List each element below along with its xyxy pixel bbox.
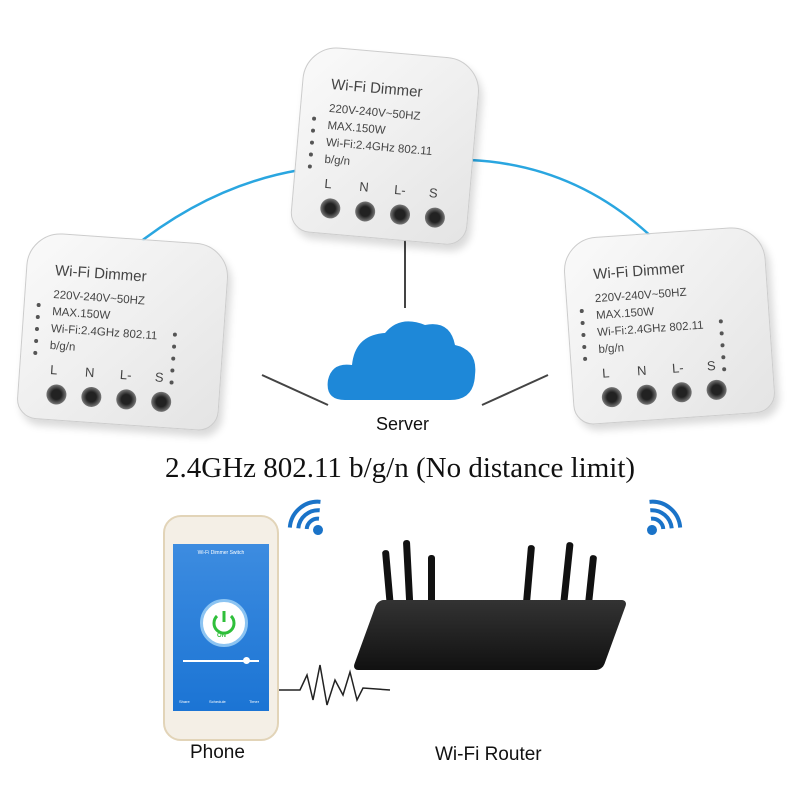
- device-wifi: Wi-Fi:2.4GHz 802.11: [50, 322, 158, 343]
- cloud-icon: [327, 321, 476, 400]
- wifi-link-right: [469, 158, 661, 246]
- slider-handle: [243, 657, 250, 664]
- device-power: MAX.150W: [595, 306, 655, 323]
- caption: 2.4GHz 802.11 b/g/n (No distance limit): [164, 452, 636, 484]
- wifi-icon-right: [647, 499, 683, 535]
- phone-label: Phone: [190, 742, 245, 763]
- device-wifi: Wi-Fi:2.4GHz 802.11: [596, 319, 705, 340]
- app-title: Wi-Fi Dimmer Switch: [197, 550, 245, 556]
- router-label: Wi-Fi Router: [435, 744, 542, 765]
- device-title: Wi-Fi Dimmer: [592, 259, 686, 284]
- terminal-label: S: [428, 185, 439, 201]
- terminal-label: N: [84, 364, 95, 381]
- terminal-label: L: [323, 175, 333, 192]
- state-label: ON: [217, 633, 226, 639]
- schedule-button: Schedule: [209, 699, 226, 704]
- dimmer-device-right: Wi-Fi Dimmer 220V-240V~50HZ MAX.150W Wi-…: [561, 225, 777, 426]
- dimmer-device-top: Wi-Fi Dimmer 220V-240V~50HZ MAX.150W Wi-…: [289, 44, 482, 247]
- timer-button: Timer: [249, 699, 260, 704]
- device-title: Wi-Fi Dimmer: [54, 262, 148, 286]
- server-label: Server: [376, 414, 430, 434]
- power-icon: [212, 611, 236, 635]
- phone-screen: Wi-Fi Dimmer Switch ON Share Schedule Ti…: [173, 544, 269, 711]
- device-title: Wi-Fi Dimmer: [330, 76, 424, 101]
- phone-image: Wi-Fi Dimmer Switch ON Share Schedule Ti…: [163, 515, 279, 741]
- device-voltage: 220V-240V~50HZ: [328, 102, 421, 123]
- device-wifi-std: b/g/n: [324, 153, 351, 168]
- terminal-label: S: [154, 369, 165, 385]
- device-power: MAX.150W: [51, 306, 111, 323]
- signal-wave: [275, 664, 391, 706]
- device-voltage: 220V-240V~50HZ: [594, 286, 687, 306]
- brightness-slider: [183, 660, 259, 662]
- wifi-icon-left: [287, 499, 323, 535]
- terminal-label: N: [358, 178, 370, 195]
- power-button: ON: [200, 599, 248, 647]
- terminal-label: L-: [393, 181, 407, 198]
- share-button: Share: [179, 699, 190, 704]
- terminal-label: L-: [119, 366, 133, 383]
- device-wifi-std: b/g/n: [49, 339, 76, 354]
- dimmer-device-left: Wi-Fi Dimmer 220V-240V~50HZ MAX.150W Wi-…: [15, 231, 231, 432]
- terminal-label: L: [49, 362, 58, 378]
- terminal-label: L-: [671, 360, 685, 376]
- terminal-label: N: [636, 362, 647, 379]
- wifi-link-left: [129, 168, 301, 251]
- device-voltage: 220V-240V~50HZ: [52, 289, 146, 308]
- server-line-left: [261, 374, 329, 406]
- device-power: MAX.150W: [326, 119, 386, 137]
- terminal-label: L: [601, 365, 610, 381]
- device-wifi-std: b/g/n: [598, 342, 625, 356]
- server-line-right: [481, 374, 549, 406]
- terminal-label: S: [706, 357, 717, 374]
